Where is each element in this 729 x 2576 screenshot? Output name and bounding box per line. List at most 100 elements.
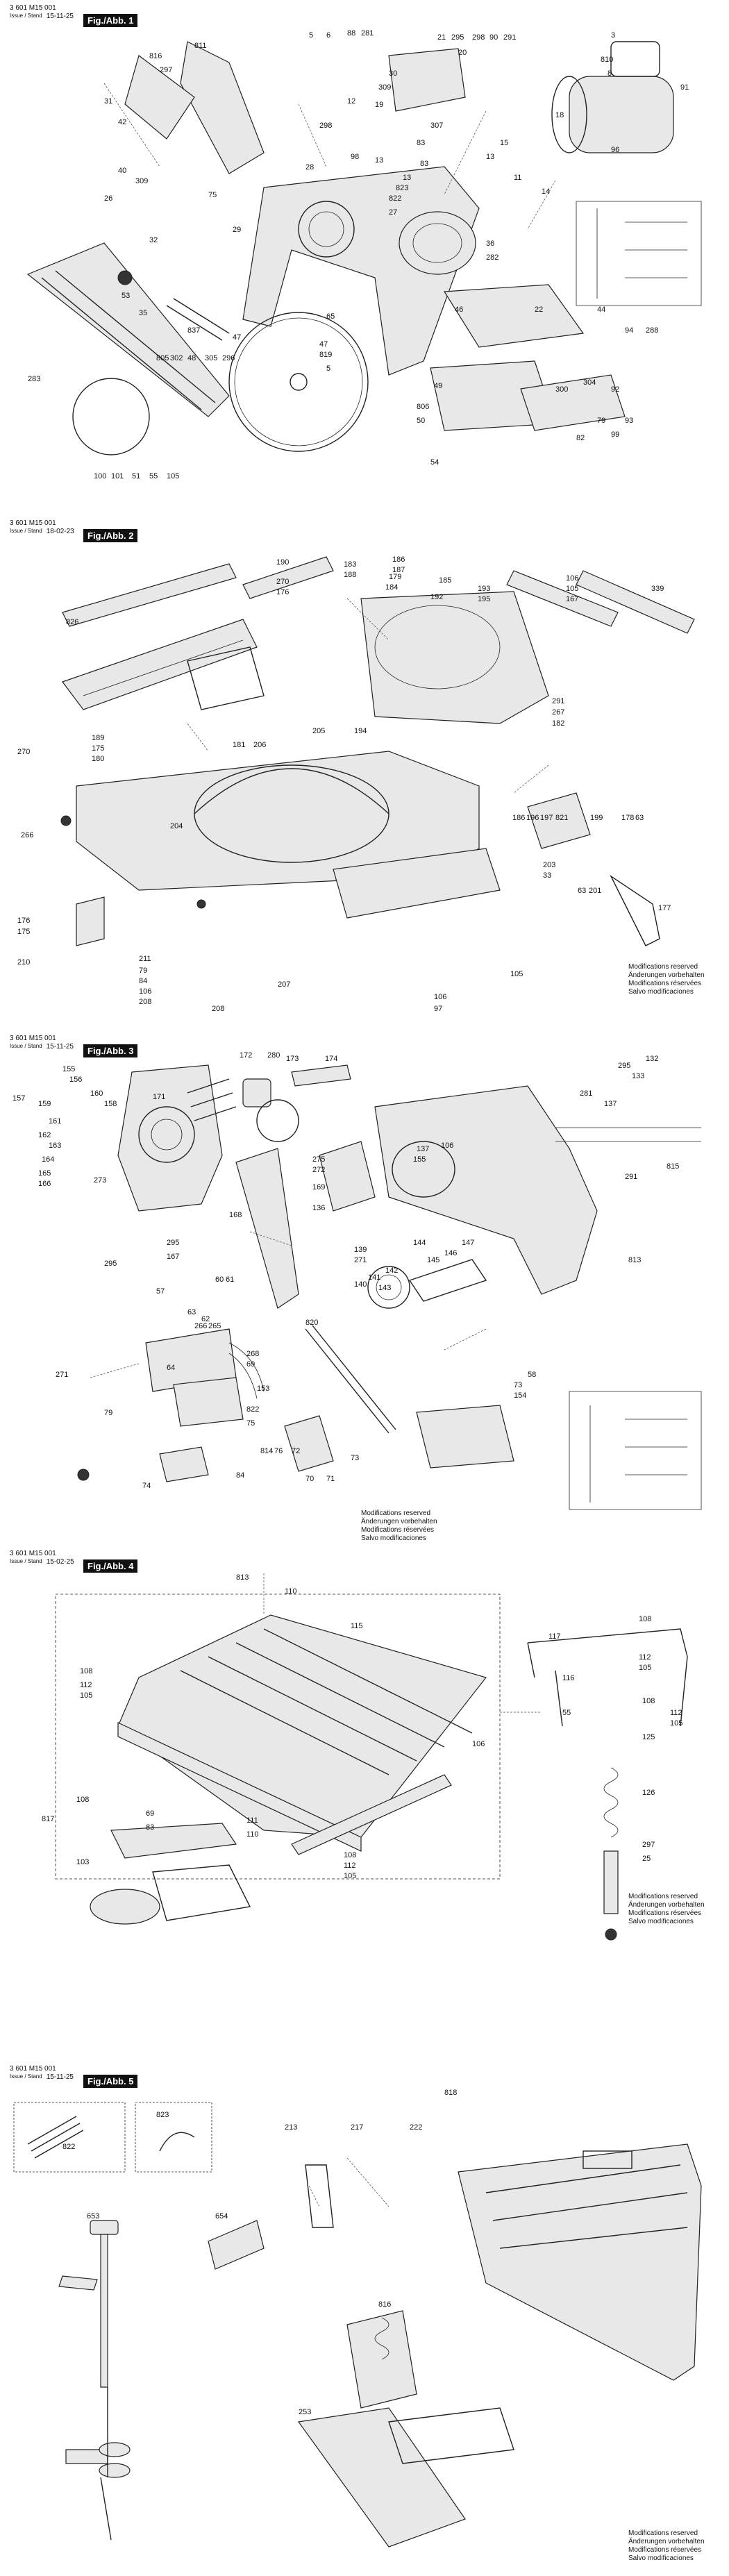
- part-label: 84: [236, 1471, 245, 1480]
- part-label: 58: [528, 1371, 537, 1379]
- issue-date: 15-11-25: [46, 2073, 74, 2081]
- part-label: 61: [226, 1276, 235, 1284]
- part-label: 291: [552, 697, 565, 705]
- part-label: 105: [670, 1719, 683, 1728]
- part-label: 53: [122, 292, 131, 300]
- part-label: 57: [156, 1287, 165, 1296]
- part-label: 819: [319, 351, 333, 359]
- part-label: 75: [208, 191, 217, 199]
- part-label: 106: [434, 993, 447, 1001]
- part-label: 55: [562, 1709, 571, 1717]
- part-label: 63: [635, 814, 644, 822]
- exploded-view-drawing: [13, 2102, 702, 2548]
- doc-code: 3 601 M15 001: [10, 519, 56, 527]
- part-label: 63: [578, 887, 587, 895]
- part-label: 137: [604, 1100, 617, 1108]
- part-label: 194: [354, 727, 367, 735]
- part-label: 190: [276, 558, 290, 567]
- part-label: 281: [580, 1089, 593, 1098]
- part-label: 295: [167, 1239, 180, 1247]
- part-label: 291: [503, 33, 517, 42]
- part-label: 288: [646, 326, 659, 335]
- part-label: 32: [149, 236, 158, 244]
- part-label: 296: [222, 354, 235, 362]
- part-label: 105: [566, 585, 579, 593]
- part-label: 12: [347, 97, 356, 106]
- part-label: 140: [354, 1280, 367, 1289]
- part-label: 18: [555, 111, 564, 119]
- part-label: 273: [94, 1176, 107, 1185]
- part-label: 5: [309, 31, 314, 40]
- part-label: 195: [478, 595, 491, 603]
- part-label: 6: [326, 31, 331, 40]
- part-label: 186: [512, 814, 526, 822]
- part-label: 143: [378, 1284, 392, 1292]
- part-label: 108: [639, 1615, 652, 1623]
- part-label: 823: [396, 184, 409, 192]
- issue-date: 15-11-25: [46, 12, 74, 20]
- part-label: 183: [344, 560, 357, 569]
- part-label: 141: [368, 1273, 381, 1282]
- part-label: 79: [597, 417, 606, 425]
- part-label: 211: [139, 955, 151, 963]
- part-label: 813: [236, 1573, 249, 1582]
- exploded-view-drawing: [55, 1573, 688, 1941]
- part-label: 142: [385, 1266, 399, 1275]
- part-label: 304: [583, 378, 596, 387]
- issue-label: Issue / Stand: [10, 1558, 42, 1564]
- part-label: 79: [139, 967, 148, 975]
- part-label: 265: [208, 1322, 221, 1330]
- part-label: 11: [514, 174, 522, 182]
- part-label: 5: [326, 365, 331, 373]
- part-label: 165: [38, 1169, 51, 1178]
- part-label: 101: [111, 472, 124, 480]
- part-label: 65: [326, 312, 335, 321]
- part-label: 187: [392, 566, 405, 574]
- part-label: 30: [389, 69, 398, 78]
- part-label: 181: [233, 741, 246, 749]
- part-label: 822: [246, 1405, 260, 1414]
- figure-tab: Fig./Abb. 3: [83, 1044, 138, 1057]
- part-label: 271: [56, 1371, 69, 1379]
- part-label: 154: [514, 1391, 527, 1400]
- part-label: 201: [589, 887, 602, 895]
- part-label: 298: [472, 33, 485, 42]
- part-label: 75: [246, 1419, 255, 1428]
- part-label: 266: [194, 1322, 208, 1330]
- part-label: 805: [156, 354, 169, 362]
- issue-label: Issue / Stand: [10, 1043, 42, 1049]
- part-label: 63: [187, 1308, 196, 1316]
- part-label: 168: [229, 1211, 242, 1219]
- part-label: 814: [260, 1447, 274, 1455]
- part-label: 177: [658, 904, 671, 912]
- issue-date: 15-02-25: [46, 1558, 74, 1566]
- part-label: 295: [104, 1260, 117, 1268]
- part-label: 156: [69, 1076, 83, 1084]
- part-label: 297: [642, 1841, 655, 1849]
- part-label: 100: [94, 472, 107, 480]
- part-label: 158: [104, 1100, 117, 1108]
- part-label: 112: [670, 1709, 682, 1717]
- part-label: 302: [170, 354, 183, 362]
- part-label: 806: [417, 403, 430, 411]
- doc-code: 3 601 M15 001: [10, 4, 56, 12]
- part-label: 275: [312, 1155, 326, 1164]
- part-label: 49: [434, 382, 443, 390]
- part-label: 189: [92, 734, 105, 742]
- part-label: 210: [17, 958, 31, 967]
- part-label: 213: [285, 2123, 298, 2132]
- part-label: 83: [420, 160, 429, 168]
- part-label: 282: [486, 253, 499, 262]
- part-label: 103: [76, 1858, 90, 1866]
- part-label: 99: [611, 430, 620, 439]
- part-label: 105: [167, 472, 180, 480]
- part-label: 125: [642, 1733, 655, 1741]
- part-label: 14: [542, 187, 551, 196]
- part-label: 97: [434, 1005, 443, 1013]
- part-label: 28: [305, 163, 315, 172]
